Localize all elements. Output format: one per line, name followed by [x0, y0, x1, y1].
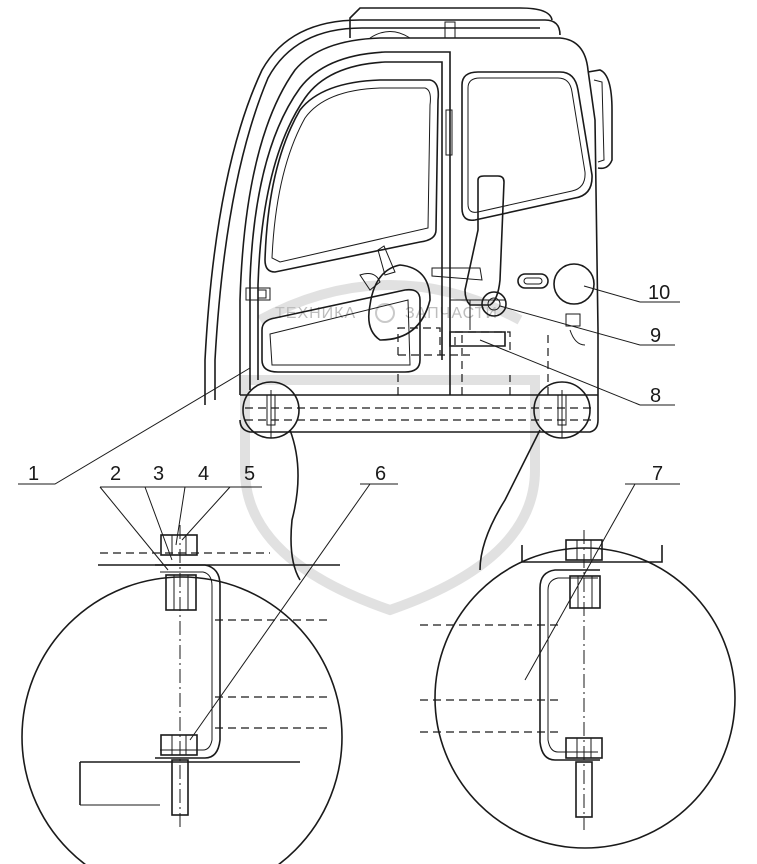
door-mechanism [245, 175, 595, 395]
callout-5: 5 [244, 463, 255, 485]
callout-4: 4 [198, 463, 209, 485]
callout-6: 6 [375, 463, 386, 485]
callout-labels: 1 2 3 4 5 6 7 8 9 10 [28, 282, 670, 485]
leader-lines [18, 285, 680, 741]
watermark-text-right: ЗАПЧАСТИ [405, 305, 498, 322]
detail-view-right [420, 530, 736, 849]
mount-marker-right [533, 381, 591, 439]
callout-3: 3 [153, 463, 164, 485]
callout-2: 2 [110, 463, 121, 485]
watermark-logo: ТЕХНИКА ЗАПЧАСТИ [240, 280, 540, 616]
callout-1: 1 [28, 463, 39, 485]
mount-marker-left [242, 381, 300, 439]
callout-8: 8 [650, 385, 661, 407]
detail-view-left [21, 525, 343, 864]
callout-10: 10 [648, 282, 670, 304]
watermark-text-left: ТЕХНИКА [275, 305, 356, 322]
callout-7: 7 [652, 463, 663, 485]
callout-9: 9 [650, 325, 661, 347]
